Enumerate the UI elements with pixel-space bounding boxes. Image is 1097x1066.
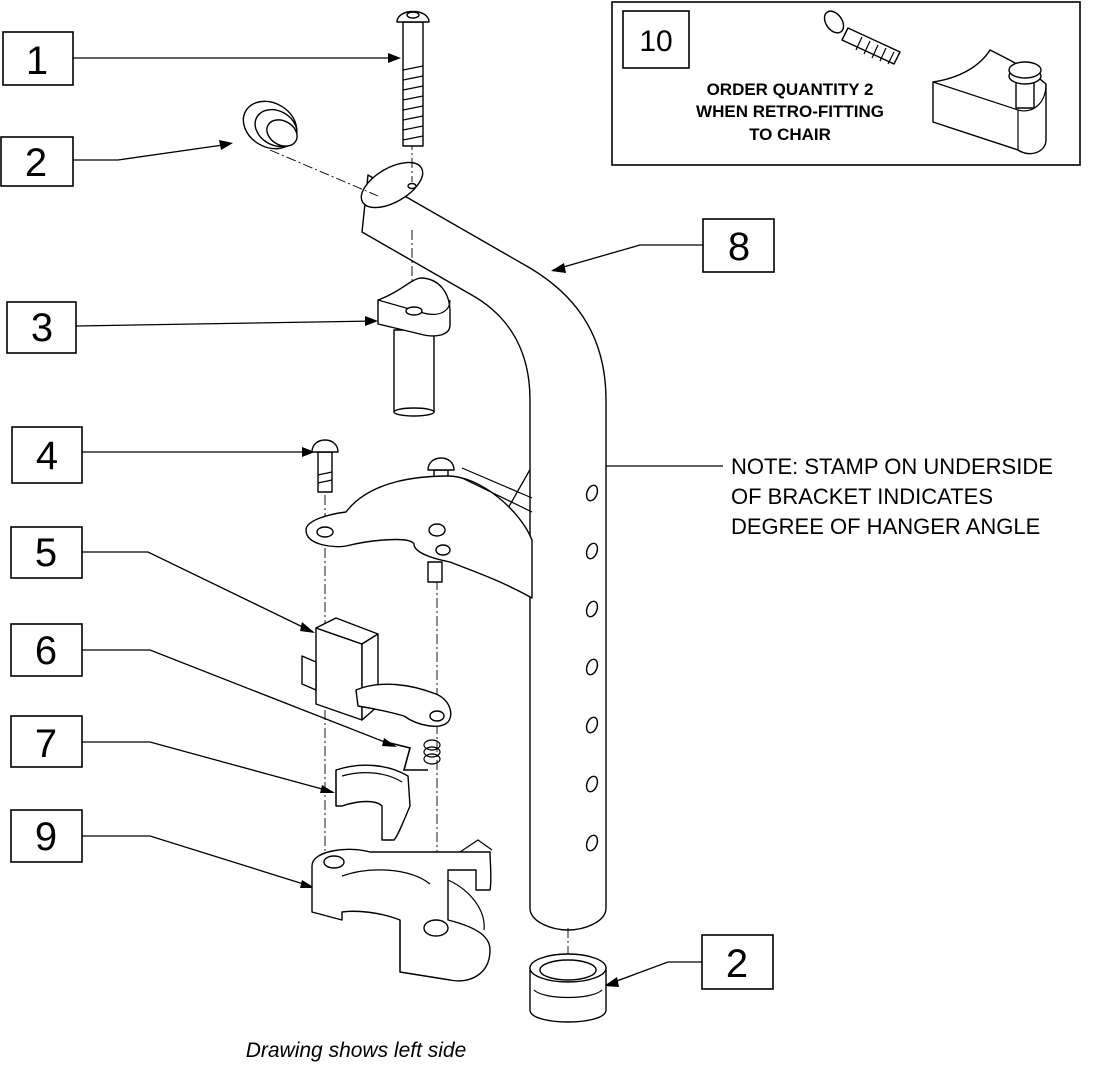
callout-6-group: 6 bbox=[10, 623, 397, 747]
stamp-note: NOTE: STAMP ON UNDERSIDE OF BRACKET INDI… bbox=[488, 454, 1053, 543]
callout-3-group: 3 bbox=[6, 301, 378, 354]
tube-plug-top bbox=[242, 100, 298, 150]
callout-1-group: 1 bbox=[2, 31, 401, 86]
callout-2-top-group: 2 bbox=[0, 136, 233, 187]
hanger-bracket bbox=[305, 467, 533, 599]
clamp-body bbox=[311, 839, 493, 982]
inset-cam-block bbox=[932, 49, 1047, 155]
note-line1: NOTE: STAMP ON UNDERSIDE bbox=[731, 454, 1053, 479]
tube-top-hole bbox=[407, 182, 417, 190]
callout-2-bottom-group: 2 bbox=[604, 934, 774, 990]
drawing-caption: Drawing shows left side bbox=[246, 1039, 467, 1062]
callout-5-group: 5 bbox=[10, 526, 315, 633]
callout-9-group: 9 bbox=[10, 809, 315, 888]
order-note-line2: WHEN RETRO-FITTING bbox=[696, 102, 884, 121]
callout-9: 9 bbox=[35, 815, 57, 859]
clamp-insert bbox=[335, 764, 411, 841]
spring bbox=[385, 739, 441, 771]
note-line2: OF BRACKET INDICATES bbox=[731, 484, 993, 509]
cam-spacer bbox=[377, 277, 451, 417]
short-screw bbox=[311, 439, 339, 493]
note-line3: DEGREE OF HANGER ANGLE bbox=[731, 514, 1040, 539]
callout-6: 6 bbox=[35, 629, 57, 673]
inset-panel: 10 ORDER QUANTITY 2 WHEN RETRO-FITTING T… bbox=[611, 1, 1081, 166]
order-note-line1: ORDER QUANTITY 2 bbox=[707, 80, 874, 99]
callout-4: 4 bbox=[36, 434, 58, 478]
callout-7-group: 7 bbox=[10, 715, 335, 793]
callout-3: 3 bbox=[31, 306, 53, 350]
callout-5: 5 bbox=[35, 531, 57, 575]
adjustment-holes bbox=[585, 484, 599, 852]
callout-4-group: 4 bbox=[11, 426, 315, 484]
order-note-line3: TO CHAIR bbox=[749, 125, 831, 144]
callout-7: 7 bbox=[35, 722, 57, 766]
callout-1: 1 bbox=[26, 39, 48, 83]
callout-2-top: 2 bbox=[25, 141, 47, 185]
inset-screw bbox=[823, 10, 901, 65]
callout-8: 8 bbox=[728, 225, 750, 269]
tube-plug-bottom bbox=[529, 953, 607, 1023]
callout-box-10 bbox=[622, 10, 690, 69]
latch-block bbox=[301, 617, 452, 727]
long-screw bbox=[396, 10, 430, 147]
callout-2-bottom: 2 bbox=[726, 942, 748, 986]
callout-8-group: 8 bbox=[551, 218, 775, 273]
callout-10: 10 bbox=[639, 25, 672, 58]
